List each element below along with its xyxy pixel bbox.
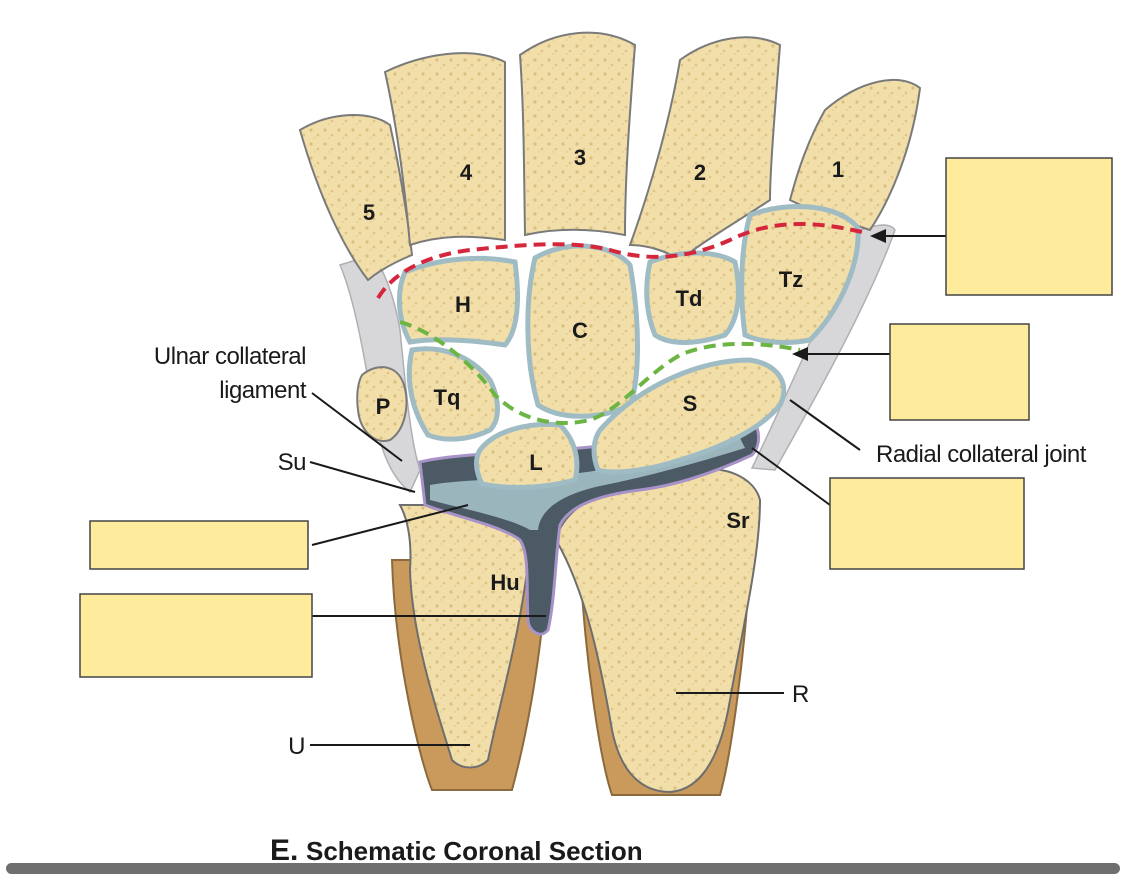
su-leader [309,461,416,493]
radial-styloid-label: Sr [726,508,750,533]
pisiform-label: P [376,394,391,419]
capitate-label: C [572,318,588,343]
metacarpal-2-label: 2 [694,160,706,185]
box-left-upper-leader [311,504,469,546]
carpals-group [356,204,861,490]
leader-lines [309,235,946,746]
radial-collateral-leader [789,399,861,451]
triquetrum-bone [406,346,500,442]
caption-title: Schematic Coronal Section [306,836,643,866]
scaphoid-bone [591,357,787,475]
ulna-head [398,504,547,769]
ulna-label: U [288,733,305,760]
metacarpal-5-label: 5 [363,200,375,225]
radial-collateral-label: Radial collateral joint [876,441,1087,468]
scrollbar-thumb[interactable] [6,863,1120,874]
ulnar-collateral-label-line2: ligament [219,377,307,404]
ulnar-styloid-label: Su [278,449,306,476]
hamate-bone [396,255,521,348]
trapezoid-bone [644,250,741,345]
midcarpal-joint-line [376,222,863,300]
trapezium-label: Tz [779,267,803,292]
radius-label: R [792,681,809,708]
metacarpal-5 [298,113,414,282]
triquetrum-label: Tq [434,385,461,410]
metacarpal-3-label: 3 [574,145,586,170]
ulnar-collateral-leader [311,392,403,462]
metacarpals-group [298,31,922,282]
metacarpal-4-label: 4 [460,160,473,185]
arrowhead-middle [792,347,808,361]
answer-box-middle-right[interactable] [889,323,1030,421]
ulnar-head-label: Hu [490,570,519,595]
arrowhead-top [870,229,886,243]
metacarpal-4 [383,52,507,247]
caption-letter: E. [270,834,298,867]
answer-box-top-right[interactable] [945,157,1113,296]
ulnar-collateral-label-line1: Ulnar collateral [154,343,306,370]
pisiform-bone [356,366,408,442]
metacarpal-2 [628,36,782,262]
lunate-label: L [529,450,542,475]
answer-box-left-lower[interactable] [79,593,313,678]
horizontal-scrollbar[interactable] [0,862,1122,874]
answer-box-left-upper[interactable] [89,520,309,570]
box-right-lower-leader [751,447,831,506]
trapezium-bone [739,204,861,345]
metacarpal-1-label: 1 [832,157,844,182]
answer-boxes [79,157,1113,678]
radiocarpal-joint-line [399,320,801,425]
trapezoid-label: Td [676,286,703,311]
scaphoid-label: S [683,391,698,416]
answer-box-lower-right[interactable] [829,477,1025,570]
lunate-bone [474,421,580,490]
metacarpal-3 [518,31,637,237]
metacarpal-1 [788,78,922,232]
hamate-label: H [455,292,471,317]
